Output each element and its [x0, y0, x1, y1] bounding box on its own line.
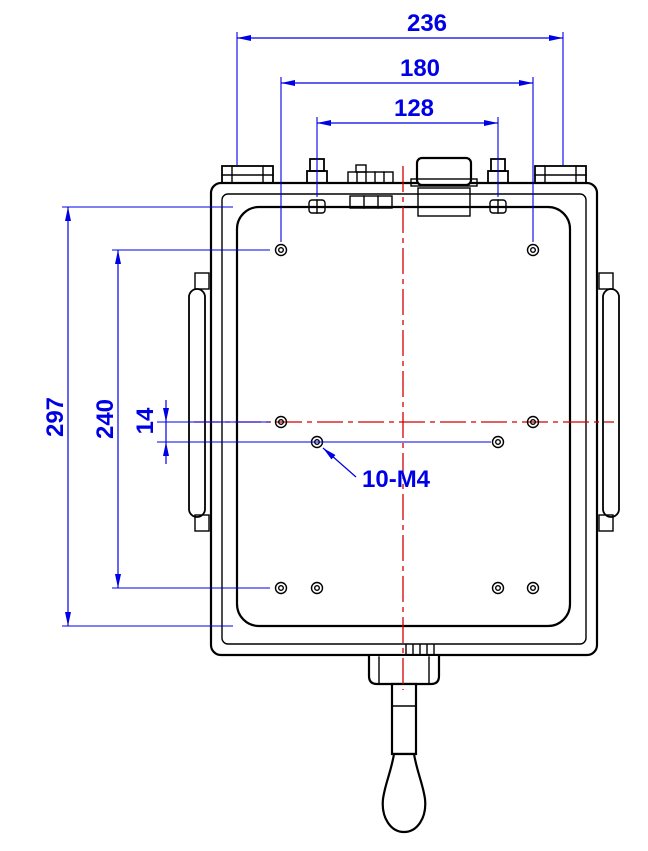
rail-body: [188, 288, 206, 518]
leader-line: [322, 447, 357, 478]
rail-tab: [598, 514, 614, 532]
thread-callout-label: 10-M4: [362, 466, 431, 493]
dim-236-label: 236: [407, 10, 447, 37]
dimension-297: 297: [42, 206, 233, 627]
inner-frame: [221, 193, 587, 645]
rail-tab: [194, 272, 210, 290]
connector-inner: [417, 187, 471, 217]
centerlines: [194, 166, 614, 690]
top-right-clamp: [534, 165, 587, 184]
dim-240-label: 240: [92, 399, 119, 439]
top-left-clamp: [221, 165, 274, 184]
handle-stem: [390, 682, 418, 756]
left-rail: [188, 272, 210, 532]
rail-body: [602, 288, 620, 518]
dimension-14: 14: [132, 400, 491, 464]
dim-14-label: 14: [132, 407, 159, 434]
dim-180-label: 180: [400, 55, 440, 82]
top-connector: [410, 156, 478, 217]
connector-flange: [410, 178, 478, 187]
dim-297-label: 297: [42, 397, 69, 437]
handle-knob: [381, 752, 427, 834]
dimension-240: 240: [92, 249, 270, 589]
strip-body: [347, 171, 394, 184]
dimension-128: 128: [316, 95, 499, 197]
terminal-strip: [347, 164, 394, 209]
strip-tab: [355, 164, 367, 173]
device-body: [188, 156, 620, 834]
rail-tab: [194, 514, 210, 532]
strip-inner: [349, 195, 393, 209]
thread-callout: 10-M4: [322, 447, 431, 493]
right-rail: [598, 272, 620, 532]
rail-tab: [598, 272, 614, 290]
bottom-mechanism: [367, 644, 441, 834]
dimension-236: 236: [236, 10, 564, 165]
connector-body: [415, 156, 473, 187]
dimension-180: 180: [280, 55, 534, 242]
dim-128-label: 128: [394, 95, 434, 122]
